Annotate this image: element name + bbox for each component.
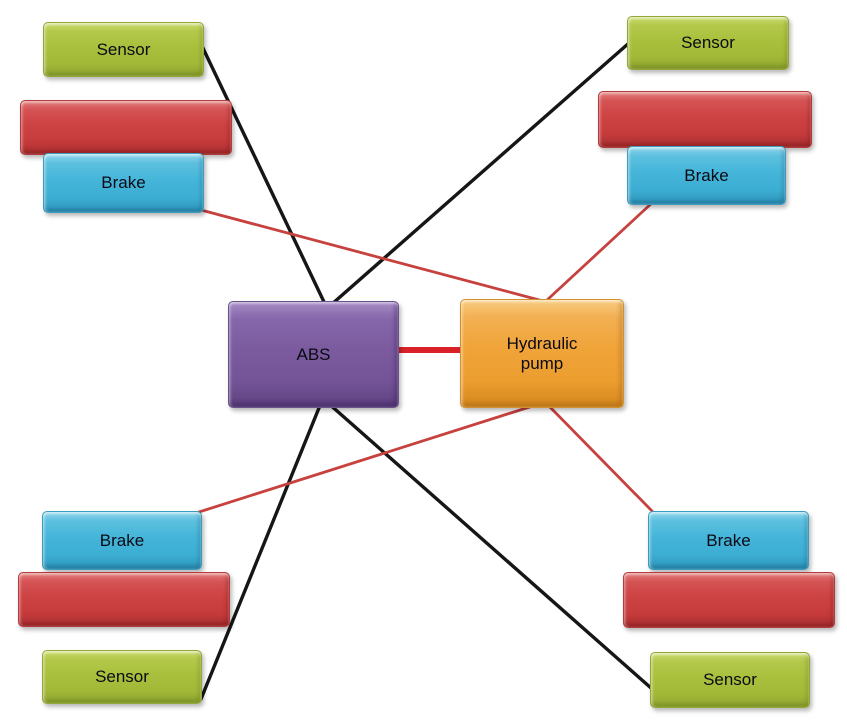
red-bar-bottom-left (18, 572, 230, 627)
red-bar-top-right (598, 91, 812, 148)
sensor-box-top-right: Sensor (627, 16, 789, 70)
sensor-label: Sensor (681, 33, 735, 53)
brake-box-bottom-right: Brake (648, 511, 809, 570)
hydraulic-pump-box: Hydraulic pump (460, 299, 624, 408)
red-bar-bottom-right (623, 572, 835, 628)
brake-box-top-right: Brake (627, 146, 786, 205)
abs-label: ABS (296, 344, 331, 364)
brake-label: Brake (101, 173, 146, 193)
edge-brake-top-left-to-pump (199, 208, 545, 303)
sensor-label: Sensor (96, 39, 151, 59)
edge-brake-bottom-right-to-pump (545, 402, 654, 513)
brake-box-bottom-left: Brake (42, 511, 202, 570)
edge-sensor-top-right-to-abs (330, 41, 631, 306)
brake-box-top-left: Brake (43, 153, 204, 213)
edge-sensor-bottom-right-to-abs (326, 401, 653, 690)
edge-brake-top-right-to-pump (544, 200, 655, 303)
brake-label: Brake (99, 530, 145, 550)
edge-brake-bottom-left-to-pump (197, 402, 541, 514)
sensor-label: Sensor (95, 667, 149, 687)
edge-sensor-bottom-left-to-abs (199, 401, 323, 701)
abs-box: ABS (228, 301, 399, 408)
sensor-box-top-left: Sensor (43, 22, 204, 77)
red-bar-top-left (20, 100, 232, 155)
brake-label: Brake (684, 165, 729, 185)
hydraulic-pump-label: Hydraulic pump (506, 333, 578, 373)
brake-label: Brake (706, 530, 751, 550)
sensor-label: Sensor (703, 670, 757, 690)
edge-sensor-top-left-to-abs (199, 42, 327, 306)
sensor-box-bottom-left: Sensor (42, 650, 202, 704)
sensor-box-bottom-right: Sensor (650, 652, 810, 708)
